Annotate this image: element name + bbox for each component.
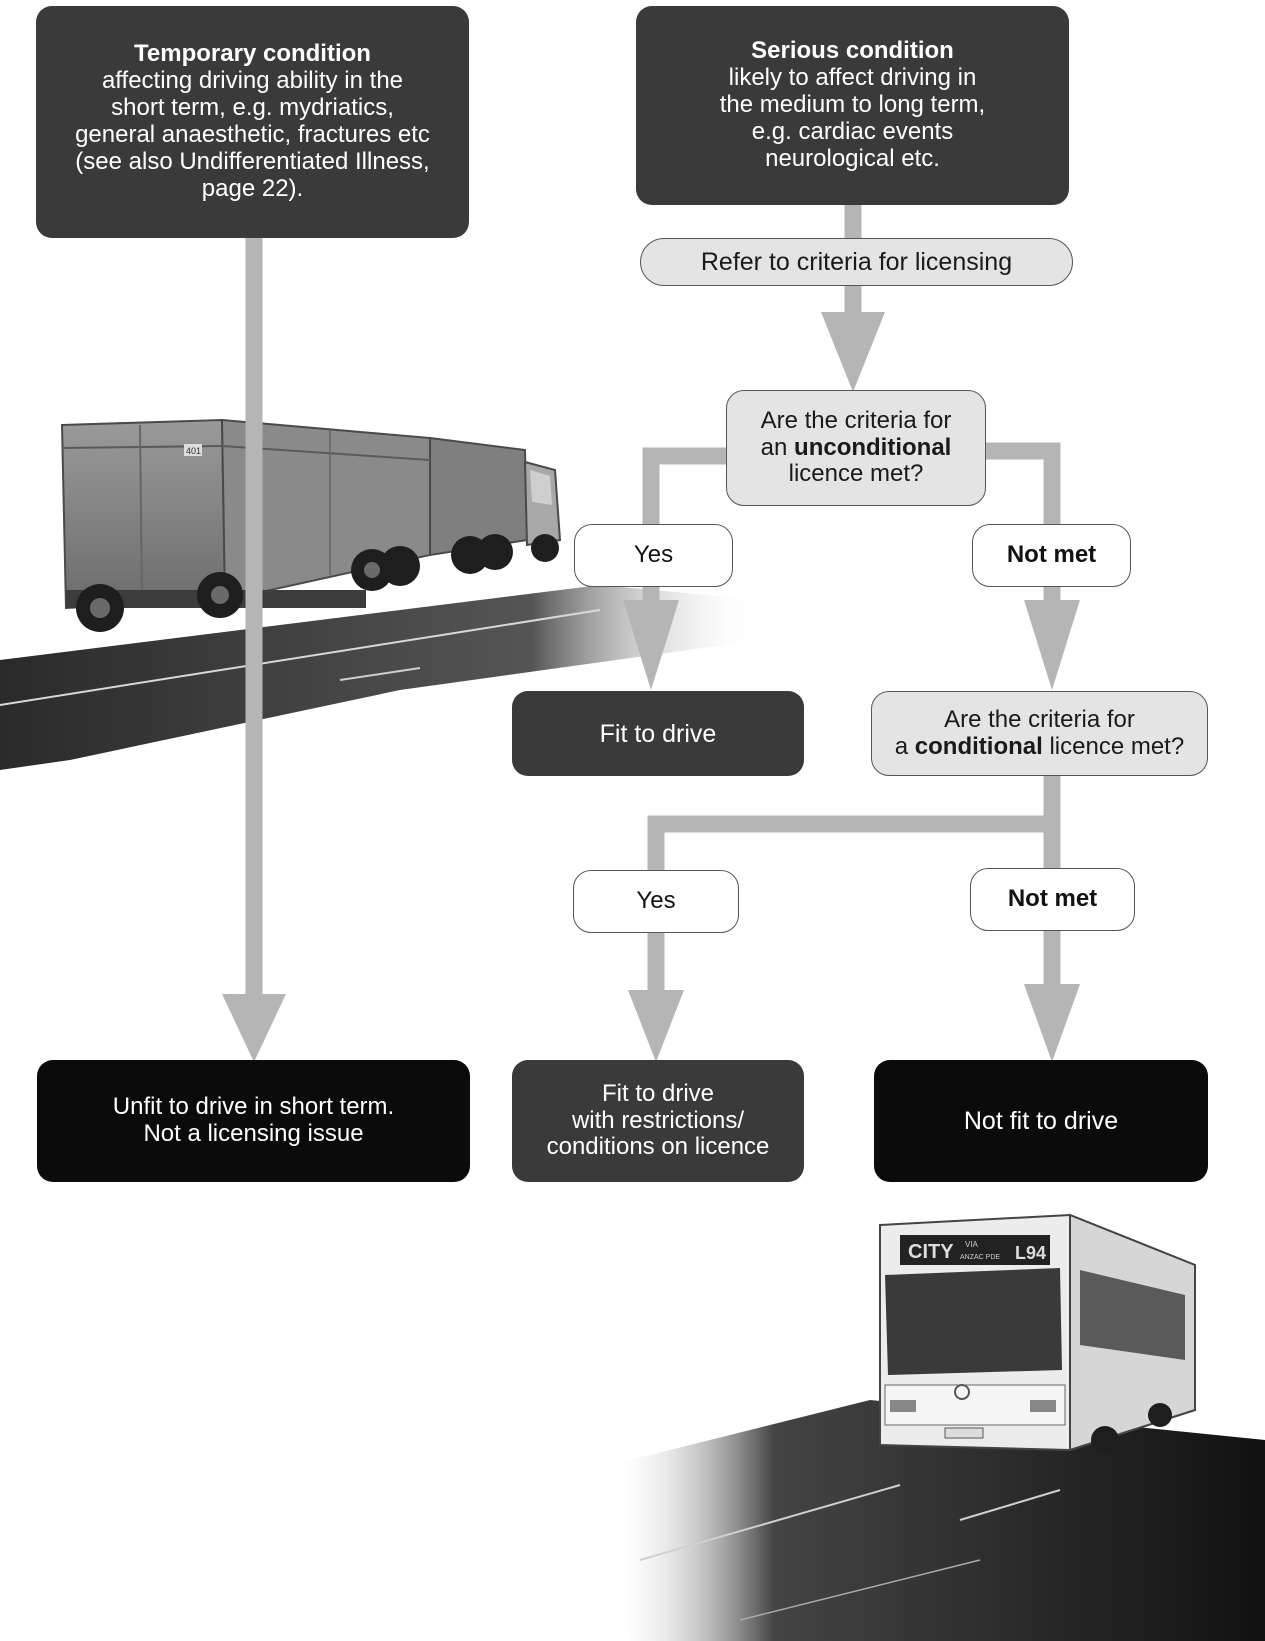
not-fit-to-drive-box: Not fit to drive xyxy=(874,1060,1208,1182)
refer-criteria-box: Refer to criteria for licensing xyxy=(640,238,1073,286)
fit-to-drive-box: Fit to drive xyxy=(512,691,804,776)
q1-yes-text: Yes xyxy=(633,541,674,569)
q1-unconditional-word: unconditional xyxy=(794,433,952,461)
serious-condition-title: Serious condition xyxy=(751,37,954,65)
q2-line-2-prefix: a xyxy=(894,732,915,760)
arrowhead-q1 xyxy=(821,312,885,392)
branch-q2-yes xyxy=(647,815,1052,996)
truck-illustration: 401 xyxy=(0,418,760,770)
temporary-condition-title: Temporary condition xyxy=(134,40,371,68)
q1-line-2: an unconditional xyxy=(760,433,952,462)
unfit-line-2: Not a licensing issue xyxy=(143,1120,364,1147)
temporary-line-2: short term, e.g. mydriatics, xyxy=(111,94,394,122)
q2-yes-label: Yes xyxy=(573,870,739,933)
q2-not-met-text: Not met xyxy=(1007,885,1098,913)
restrictions-line-1: Fit to drive xyxy=(601,1079,715,1107)
q1-not-met-label: Not met xyxy=(972,524,1131,587)
q1-not-met-text: Not met xyxy=(1006,541,1097,569)
temporary-line-5: page 22). xyxy=(201,174,304,202)
serious-condition-box: Serious condition likely to affect drivi… xyxy=(636,6,1069,205)
bus-destination-text: CITY xyxy=(908,1241,954,1263)
q1-line-3: licence met? xyxy=(788,460,924,488)
unconditional-question-box: Are the criteria for an unconditional li… xyxy=(726,390,986,506)
temporary-line-4: (see also Undifferentiated Illness, xyxy=(75,147,430,175)
q2-line-2: a conditional licence met? xyxy=(894,732,1185,761)
serious-line-1: likely to affect driving in xyxy=(728,64,977,92)
arrow-heads xyxy=(222,312,1080,1062)
unfit-short-term-box: Unfit to drive in short term. Not a lice… xyxy=(37,1060,470,1182)
bus-via-text: VIA xyxy=(965,1240,979,1249)
arrowhead-notfit xyxy=(1024,984,1080,1062)
fit-with-restrictions-box: Fit to drive with restrictions/ conditio… xyxy=(512,1060,804,1182)
q2-conditional-word: conditional xyxy=(914,732,1043,760)
temporary-line-1: affecting driving ability in the xyxy=(101,67,404,95)
not-fit-text: Not fit to drive xyxy=(963,1107,1119,1135)
arrowhead-unfit xyxy=(222,994,286,1062)
truck-sign-text: 401 xyxy=(186,446,201,456)
temporary-condition-box: Temporary condition affecting driving ab… xyxy=(36,6,469,238)
bus-route-number-text: L94 xyxy=(1015,1243,1046,1263)
conditional-question-box: Are the criteria for a conditional licen… xyxy=(871,691,1208,776)
bus-illustration: CITY VIA ANZAC PDE L94 xyxy=(610,1213,1265,1641)
temporary-line-3: general anaesthetic, fractures etc xyxy=(75,121,430,148)
fit-to-drive-text: Fit to drive xyxy=(599,719,717,748)
q1-yes-label: Yes xyxy=(574,524,733,587)
unfit-line-1: Unfit to drive in short term. xyxy=(112,1093,395,1121)
q1-line-2-prefix: an xyxy=(760,433,795,461)
restrictions-line-2: with restrictions/ xyxy=(571,1106,745,1134)
restrictions-line-3: conditions on licence xyxy=(546,1133,770,1161)
bus-road-text: ANZAC PDE xyxy=(960,1254,1000,1261)
q2-not-met-label: Not met xyxy=(970,868,1135,931)
refer-criteria-text: Refer to criteria for licensing xyxy=(700,248,1013,276)
q1-line-1: Are the criteria for xyxy=(760,406,952,434)
arrowhead-q2 xyxy=(1024,600,1080,690)
serious-line-3: e.g. cardiac events xyxy=(751,117,954,145)
arrowhead-fit xyxy=(623,600,679,690)
q2-line-1: Are the criteria for xyxy=(944,705,1135,733)
serious-line-4: neurological etc. xyxy=(765,144,940,172)
q2-line-2-suffix: licence met? xyxy=(1042,732,1185,760)
arrowhead-restrictions xyxy=(628,990,684,1062)
q2-yes-text: Yes xyxy=(636,887,676,915)
serious-line-2: the medium to long term, xyxy=(719,91,986,119)
